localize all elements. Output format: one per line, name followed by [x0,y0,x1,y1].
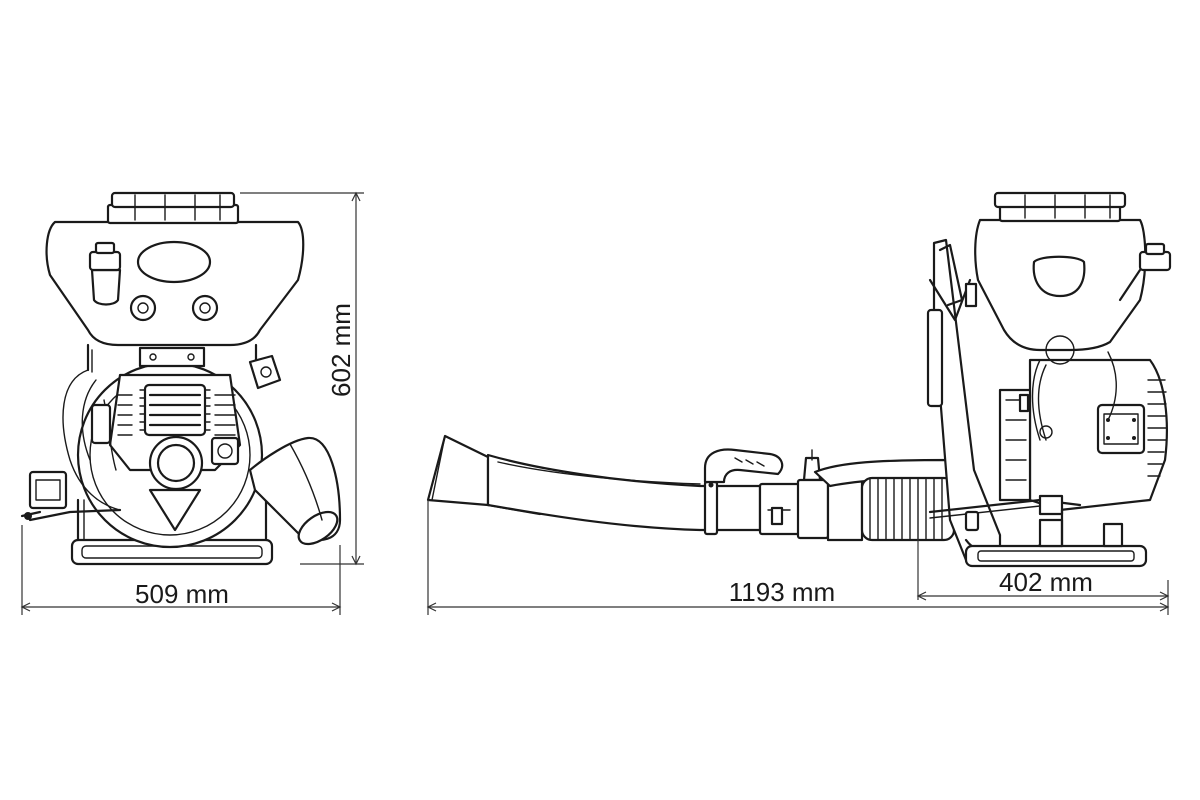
height-dimension: 602 mm [240,191,364,566]
width-dimension: 509 mm [20,525,342,615]
front-view [20,191,342,566]
depth-dimension: 402 mm [916,520,1170,601]
tank-window [136,240,212,284]
length-dimension: 1193 mm [426,500,1170,615]
carburettor [1096,403,1146,455]
depth-label: 402 mm [999,567,1093,597]
length-label: 1193 mm [729,577,835,607]
tank [45,220,305,347]
side-view [426,191,1172,568]
height-label: 602 mm [326,303,356,397]
handle [703,448,784,484]
bellows [860,476,956,542]
side-tank-window [1032,255,1086,298]
width-label: 509 mm [135,579,229,609]
